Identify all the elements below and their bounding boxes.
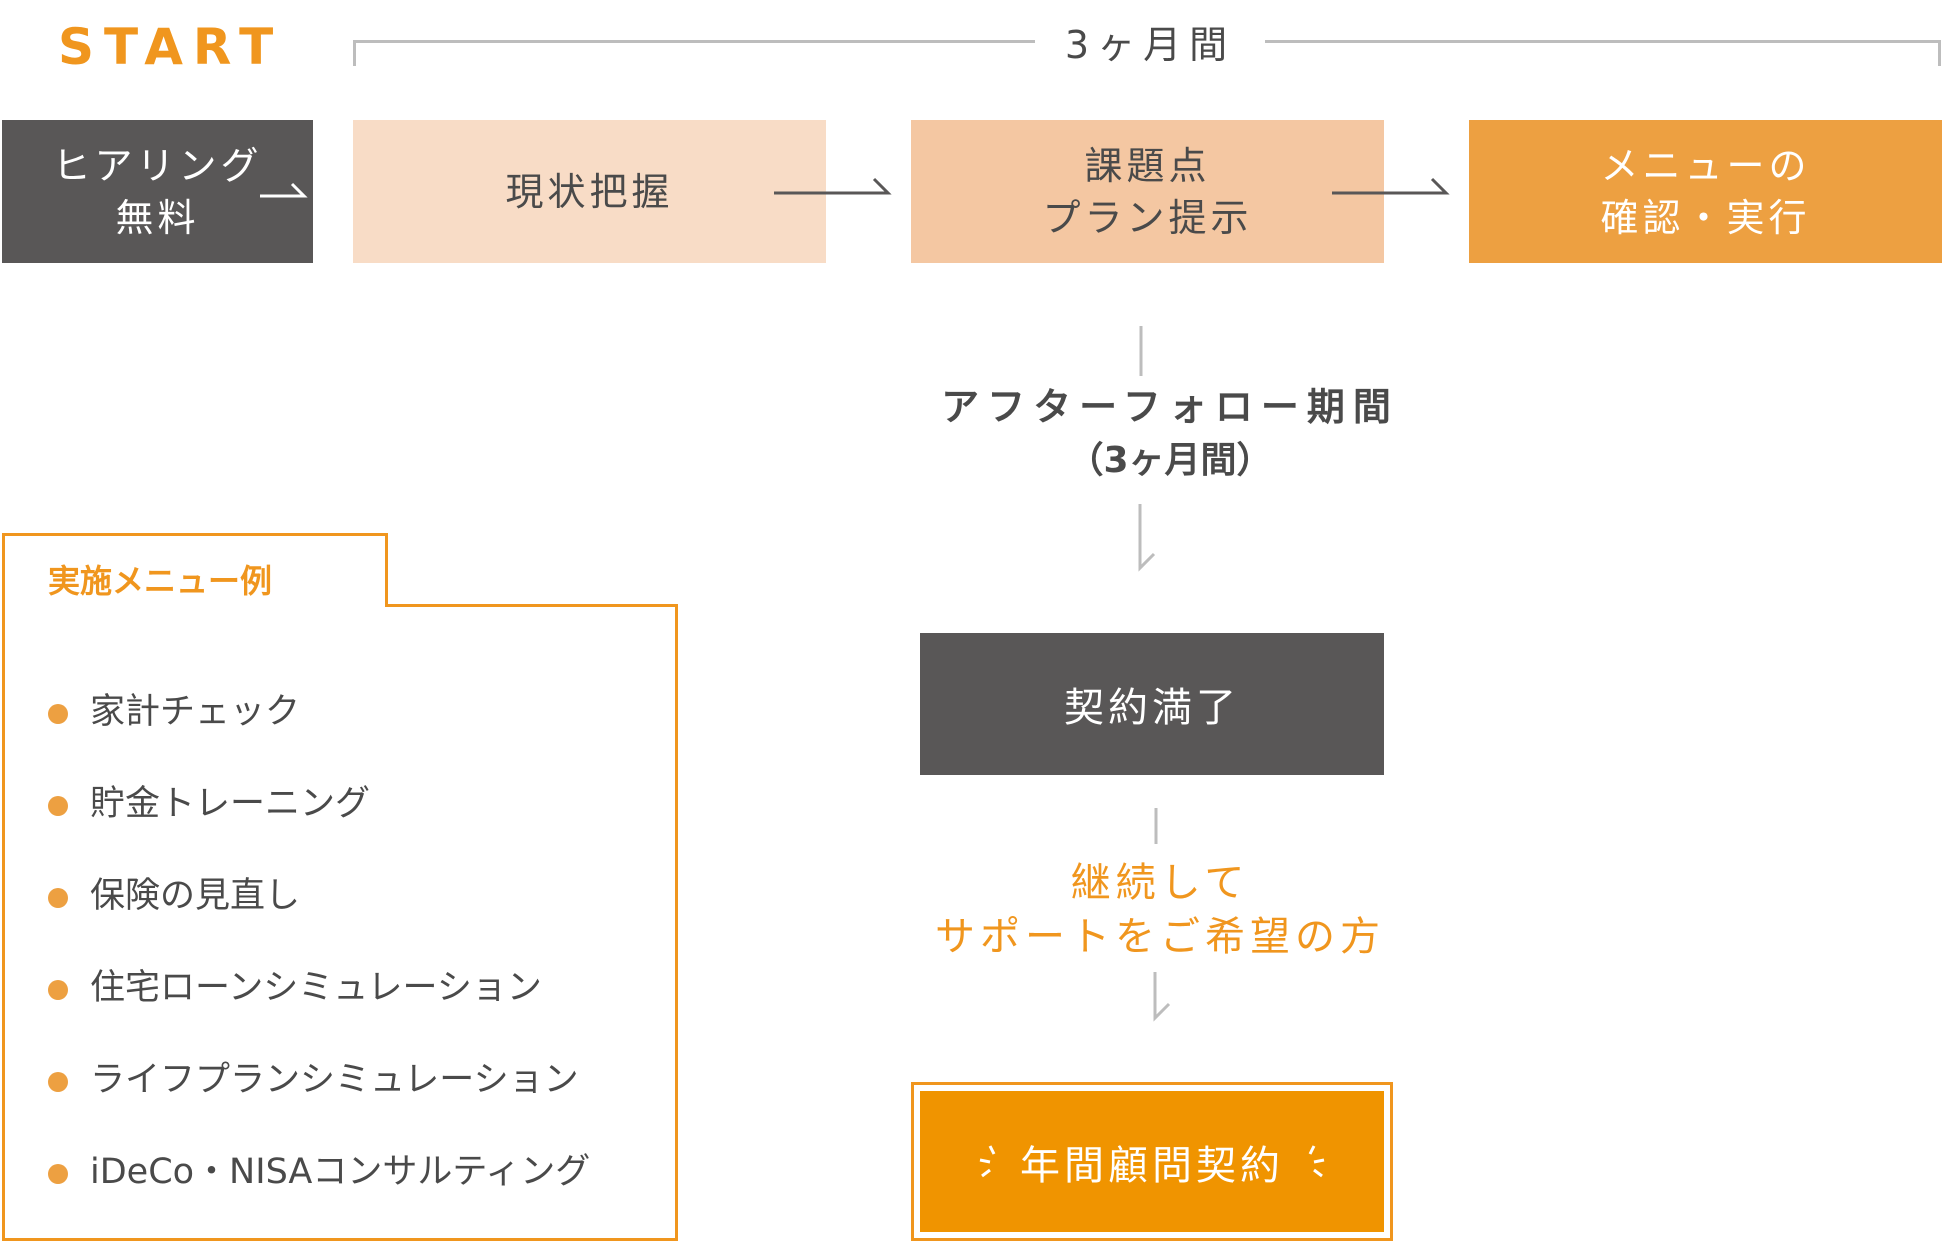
continue-line2: サポートをご希望の方 [935,914,1385,960]
step-current-state: 現状把握 [353,120,826,263]
bullet-icon [48,704,68,724]
step-menu-execute: メニューの 確認・実行 [1469,120,1942,263]
contract-end-box: 契約満了 [920,633,1384,775]
continue-support-text: 継続して サポートをご希望の方 [890,856,1430,964]
step-menu-line2: 確認・実行 [1600,195,1811,240]
connector-line [1154,808,1158,844]
bullet-icon [48,888,68,908]
connector-line [1139,326,1143,376]
annual-contract-label: 年間顧問契約 [1020,1142,1284,1189]
after-follow-period: （3ヶ月間） [1067,440,1273,481]
menu-item-label: iDeCo・NISAコンサルティング [90,1151,591,1192]
menu-item-label: 家計チェック [90,691,301,732]
step-hearing-text: ヒアリング 無料 [52,140,262,244]
bullet-icon [48,1164,68,1184]
menu-examples-list: 家計チェック 貯金トレーニング 保険の見直し 住宅ローンシミュレーション ライフ… [48,662,590,1214]
menu-item-label: 保険の見直し [90,875,301,916]
annual-contract-box: 年間顧問契約 [920,1091,1384,1232]
arrow-down-icon [1138,504,1156,572]
arrow-down-icon [1153,972,1171,1022]
menu-item: ライフプランシミュレーション [48,1030,590,1122]
menu-item-label: ライフプランシミュレーション [90,1059,579,1100]
step-issue-line2: プラン提示 [1042,195,1253,240]
menu-item: 貯金トレーニング [48,754,590,846]
step-menu-line1: メニューの [1600,143,1811,188]
hearing-arrow-icon [260,182,308,198]
after-follow-label: アフターフォロー期間 [941,385,1399,429]
bullet-icon [48,796,68,816]
menu-examples-title: 実施メニュー例 [48,562,273,600]
menu-item: iDeCo・NISAコンサルティング [48,1122,590,1214]
bullet-icon [48,980,68,1000]
menu-item-label: 住宅ローンシミュレーション [90,967,542,1008]
sparkle-left-icon [979,1144,996,1177]
period-label: 3ヶ月間 [1035,14,1265,69]
arrow-right-icon [1332,177,1450,195]
step-hearing: ヒアリング 無料 [2,120,313,263]
menu-examples-tab [2,533,388,607]
step-hearing-line2: 無料 [115,195,200,240]
continue-line1: 継続して [1070,860,1250,906]
step-issue-line1: 課題点 [1084,143,1211,188]
menu-item: 住宅ローンシミュレーション [48,938,590,1030]
step-issue-plan: 課題点 プラン提示 [911,120,1384,263]
menu-item: 家計チェック [48,662,590,754]
step-hearing-line1: ヒアリング [52,143,263,188]
start-label: START [58,18,284,76]
step-current-state-label: 現状把握 [505,169,674,214]
sparkle-right-icon [1308,1144,1325,1177]
menu-tab-joint [5,600,385,608]
step-menu-execute-text: メニューの 確認・実行 [1600,140,1810,244]
arrow-right-icon [774,177,892,195]
step-issue-plan-text: 課題点 プラン提示 [1042,140,1252,244]
bullet-icon [48,1072,68,1092]
menu-item: 保険の見直し [48,846,590,938]
annual-contract-frame [911,1082,1393,1241]
menu-item-label: 貯金トレーニング [90,783,371,824]
